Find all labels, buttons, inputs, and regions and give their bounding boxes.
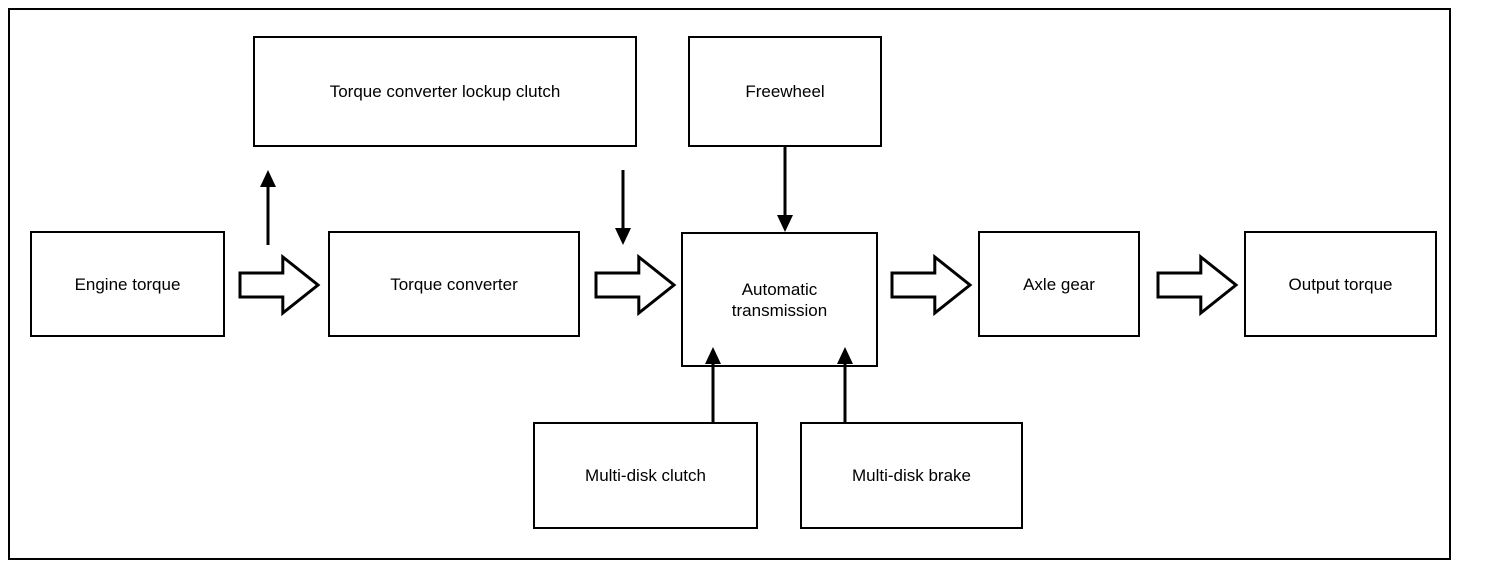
block-arrow-engine-to-converter	[238, 253, 321, 317]
diagram-frame	[8, 8, 1451, 560]
node-freewheel[interactable]: Freewheel	[688, 36, 882, 147]
block-arrow-converter-to-transmission	[594, 253, 677, 317]
line-arrow-head	[260, 170, 276, 187]
node-label-multi-disk-brake: Multi-disk brake	[851, 466, 972, 485]
node-label-multi-disk-clutch: Multi-disk clutch	[585, 466, 706, 485]
node-engine-torque[interactable]: Engine torque	[30, 231, 225, 337]
node-output-torque[interactable]: Output torque	[1244, 231, 1437, 337]
block-arrow-shape	[1156, 253, 1239, 317]
block-arrow-shape	[238, 253, 321, 317]
node-label-torque-converter-lockup-clutch: Torque converter lockup clutch	[329, 82, 561, 101]
line-arrow-freewheel-to-transmission	[771, 133, 799, 246]
line-arrow-brake-to-transmission	[831, 333, 859, 436]
line-arrow-clutch-to-transmission	[699, 333, 727, 436]
line-arrow-head	[837, 347, 853, 364]
node-label-torque-converter: Torque converter	[390, 274, 518, 294]
node-label-automatic-transmission: Automatic transmission	[731, 279, 828, 320]
block-arrow-shape	[890, 253, 973, 317]
line-arrow-head	[777, 215, 793, 232]
node-torque-converter-lockup-clutch[interactable]: Torque converter lockup clutch	[253, 36, 637, 147]
block-arrow-axle-to-output	[1156, 253, 1239, 317]
node-automatic-transmission[interactable]: Automatic transmission	[681, 232, 878, 367]
line-arrow-head	[615, 228, 631, 245]
node-label-freewheel: Freewheel	[745, 82, 825, 101]
node-label-output-torque: Output torque	[1288, 274, 1393, 294]
node-torque-converter[interactable]: Torque converter	[328, 231, 580, 337]
node-multi-disk-clutch[interactable]: Multi-disk clutch	[533, 422, 758, 529]
line-arrow-head	[705, 347, 721, 364]
node-axle-gear[interactable]: Axle gear	[978, 231, 1140, 337]
line-arrow-converter-to-lockup-clutch	[254, 156, 282, 259]
line-arrow-lockup-clutch-to-converter-output	[609, 156, 637, 259]
block-arrow-shape	[594, 253, 677, 317]
node-label-axle-gear: Axle gear	[1023, 274, 1095, 294]
node-multi-disk-brake[interactable]: Multi-disk brake	[800, 422, 1023, 529]
node-label-engine-torque: Engine torque	[74, 274, 181, 294]
block-arrow-transmission-to-axle	[890, 253, 973, 317]
